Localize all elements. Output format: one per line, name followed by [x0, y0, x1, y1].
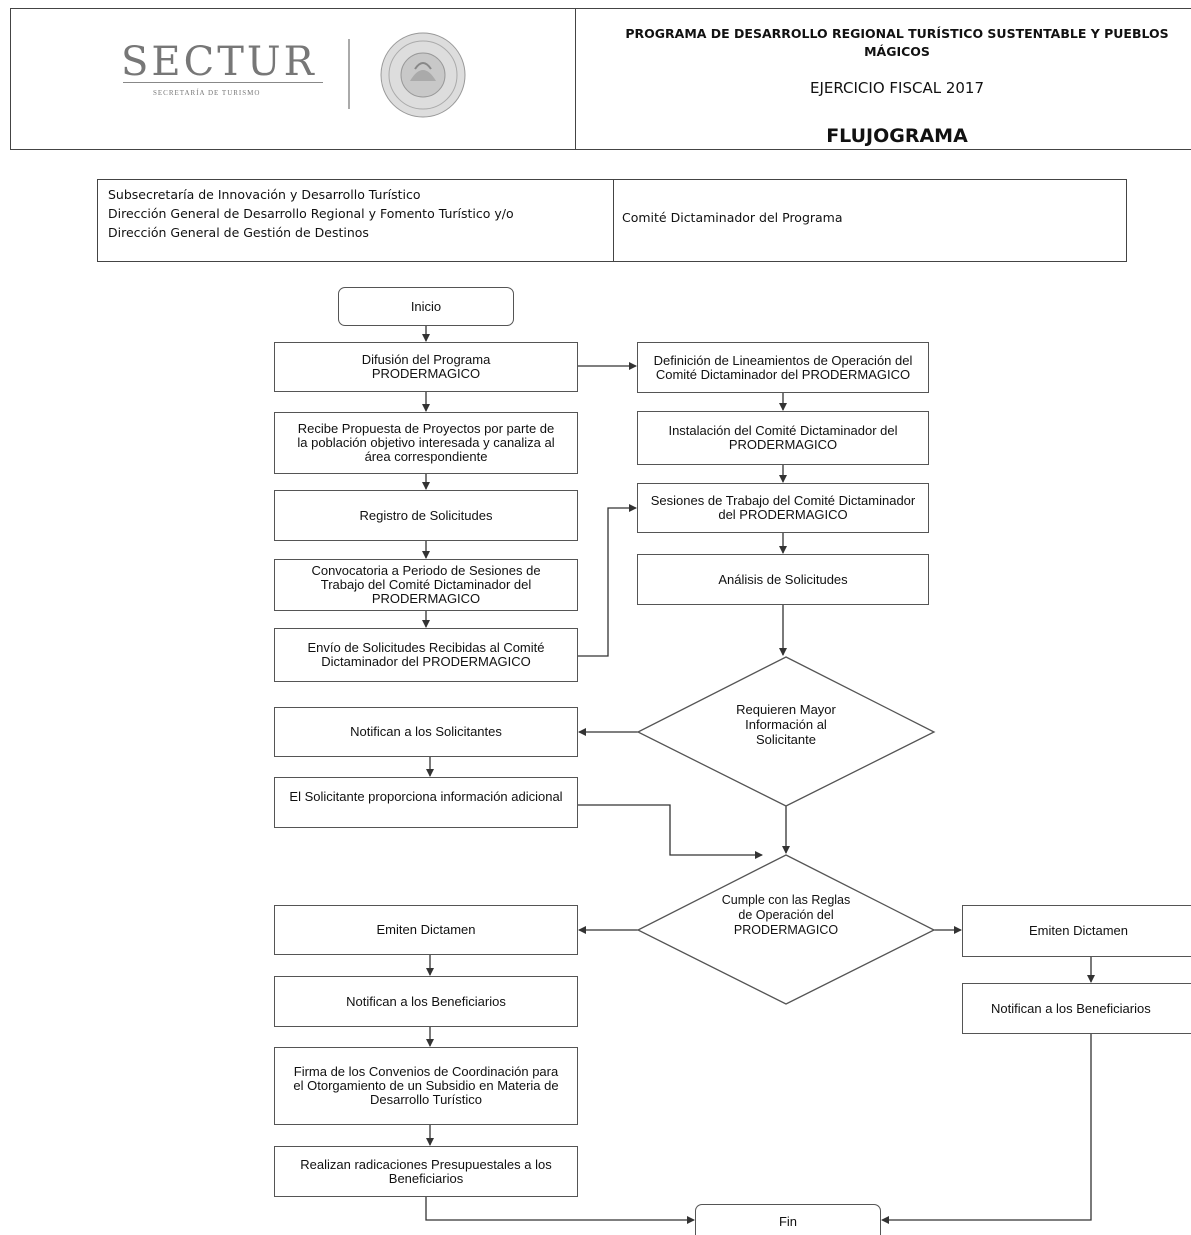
logo-separator: [348, 39, 350, 109]
unit-line: Dirección General de Gestión de Destinos: [108, 225, 369, 240]
sectur-logo: SECTUR: [121, 39, 317, 85]
arrow-radicaciones-fin: [425, 1197, 695, 1224]
header-divider: [575, 9, 576, 149]
national-seal-icon: [380, 32, 466, 118]
step-notifican-beneficiarios-left: Notifican a los Beneficiarios: [274, 976, 578, 1027]
unit-line: Dirección General de Desarrollo Regional…: [108, 206, 514, 221]
logo-underline: [123, 82, 323, 83]
step-difusion: Difusión del Programa PRODERMAGICO: [274, 342, 578, 392]
end-terminal: Fin: [695, 1204, 881, 1235]
step-notifican-beneficiarios-right: Notifican a los Beneficiarios: [962, 983, 1191, 1034]
program-title: PROGRAMA DE DESARROLLO REGIONAL TURÍSTIC…: [625, 26, 1169, 59]
step-emiten-dictamen-left: Emiten Dictamen: [274, 905, 578, 955]
step-convocatoria: Convocatoria a Periodo de Sesiones de Tr…: [274, 559, 578, 611]
step-envio: Envío de Solicitudes Recibidas al Comité…: [274, 628, 578, 682]
document-header: SECTUR SECRETARÍA DE TURISMO PROGRAMA DE…: [10, 8, 1191, 150]
document-type-title: FLUJOGRAMA: [826, 125, 968, 147]
step-proporciona: El Solicitante proporciona información a…: [274, 777, 578, 828]
units-left-cell: Subsecretaría de Innovación y Desarrollo…: [108, 185, 608, 242]
sectur-logo-subtext: SECRETARÍA DE TURISMO: [153, 89, 261, 97]
decision-2-label: Cumple con las Reglas de Operación del P…: [721, 893, 851, 937]
step-notifican-solicitantes: Notifican a los Solicitantes: [274, 707, 578, 757]
step-definicion: Definición de Lineamientos de Operación …: [637, 342, 929, 393]
step-firma-convenios: Firma de los Convenios de Coordinación p…: [274, 1047, 578, 1125]
decision-diamond-1: [636, 656, 936, 807]
step-emiten-dictamen-right: Emiten Dictamen: [962, 905, 1191, 957]
responsible-units-table: Subsecretaría de Innovación y Desarrollo…: [97, 179, 1127, 262]
fiscal-year: EJERCICIO FISCAL 2017: [809, 79, 985, 97]
decision-1-label: Requieren Mayor Información al Solicitan…: [736, 702, 836, 747]
units-divider: [613, 180, 614, 261]
step-radicaciones: Realizan radicaciones Presupuestales a l…: [274, 1146, 578, 1197]
step-recibe: Recibe Propuesta de Proyectos por parte …: [274, 412, 578, 474]
arrow-proporciona-decision2: [578, 804, 763, 859]
step-sesiones: Sesiones de Trabajo del Comité Dictamina…: [637, 483, 929, 533]
arrow-notifican-right-fin: [881, 1034, 1092, 1224]
step-registro: Registro de Solicitudes: [274, 490, 578, 541]
step-instalacion: Instalación del Comité Dictaminador del …: [637, 411, 929, 465]
start-terminal: Inicio: [338, 287, 514, 326]
units-right-cell: Comité Dictaminador del Programa: [622, 210, 843, 225]
decision-diamond-2: [636, 854, 936, 1005]
arrow-envio-sesiones: [578, 504, 637, 657]
unit-line: Subsecretaría de Innovación y Desarrollo…: [108, 187, 421, 202]
step-analisis: Análisis de Solicitudes: [637, 554, 929, 605]
